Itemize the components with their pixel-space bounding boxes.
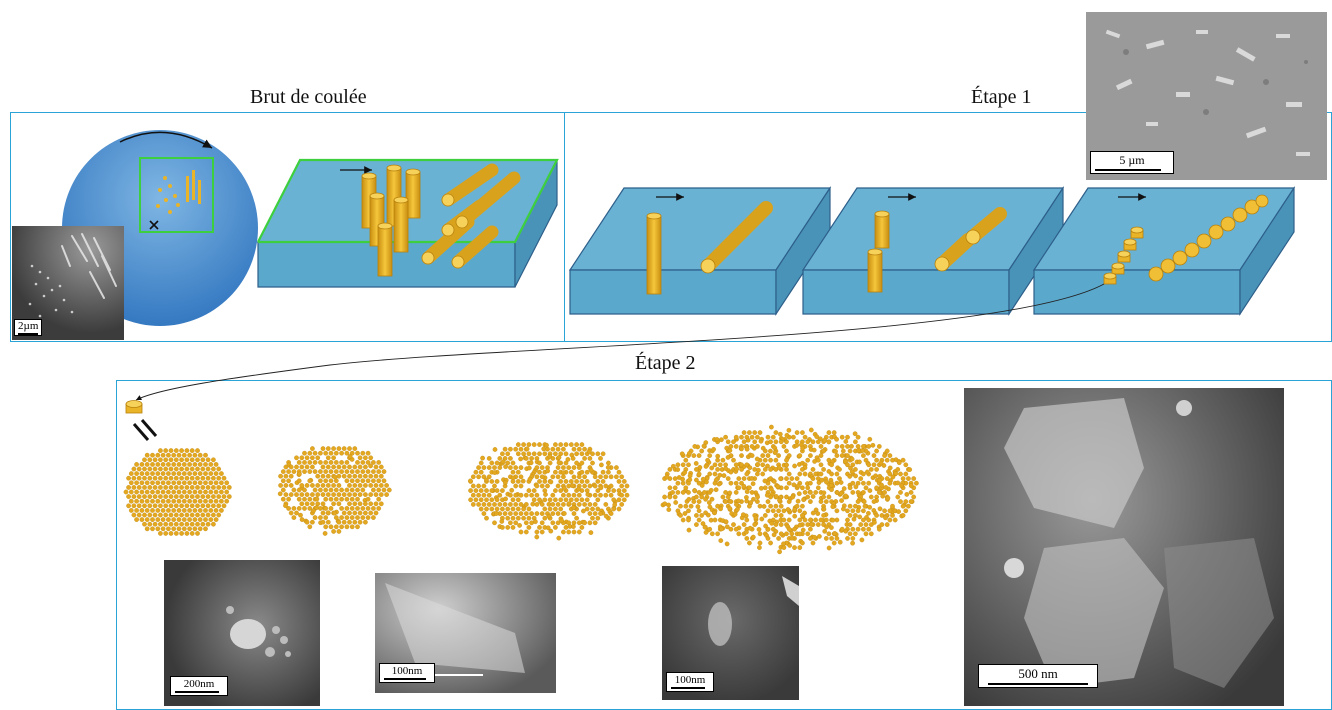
stage1-block-2 (801, 185, 1065, 317)
as-cast-micrograph: 2µm (12, 226, 124, 340)
stage2-precipitate-icon (125, 400, 158, 441)
stage1-scale-bar: 5 µm (1090, 151, 1174, 174)
stage2-micrograph-2-scale-line (384, 678, 426, 680)
stage2-micrograph-2-scale-label: 100nm (391, 665, 423, 677)
stage2-micrograph-3-scale-bar: 100nm (666, 672, 714, 692)
stage2-micrograph-3: 100nm (662, 566, 799, 700)
as-cast-scale-line (18, 333, 39, 335)
stage2-micrograph-1-scale-label: 200nm (183, 678, 215, 690)
as-cast-scale-bar: 2µm (14, 319, 43, 336)
stage2-micrograph-1-scale-bar: 200nm (170, 676, 228, 696)
stage1-block-1 (568, 185, 832, 317)
stage2-micrograph-1: 200nm (164, 560, 320, 706)
stage2-micrograph-3-scale-label: 100nm (674, 674, 706, 686)
stage2-micrograph-3-scale-line (671, 687, 705, 689)
stage1-scale-line (1095, 169, 1161, 171)
stage2-micrograph-1-scale-line (175, 691, 219, 693)
as-cast-scale-label: 2µm (18, 320, 39, 332)
stage2-micrograph-2-scale-bar: 100nm (379, 663, 435, 683)
stage2-large-scale-line (988, 683, 1088, 685)
stage1-scale-label: 5 µm (1119, 153, 1145, 167)
stage2-large-scale-bar: 500 nm (978, 664, 1098, 688)
stage2-large-micrograph: 500 nm (964, 388, 1284, 706)
stage2-large-scale-label: 500 nm (1018, 666, 1058, 681)
as-cast-title: Brut de coulée (250, 86, 367, 108)
particle-clusters (123, 424, 919, 555)
stage1-block-3 (1032, 185, 1296, 317)
as-cast-block (257, 158, 559, 288)
stage1-title: Étape 1 (971, 86, 1032, 108)
stage2-title: Étape 2 (635, 352, 696, 374)
stage2-micrograph-2: 100nm (375, 573, 556, 693)
stage1-micrograph: 5 µm (1086, 12, 1327, 180)
